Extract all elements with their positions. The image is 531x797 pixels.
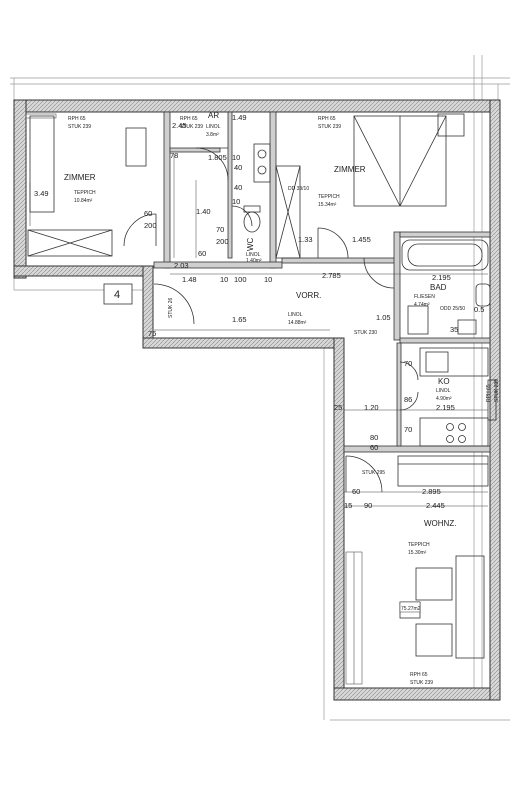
dim-60d: 60 bbox=[370, 443, 378, 452]
dim-245: 2.45 bbox=[172, 121, 187, 130]
dim-15: 15 bbox=[344, 501, 352, 510]
kitchen-fixtures bbox=[419, 347, 497, 447]
dim-2445: 2.445 bbox=[426, 501, 445, 510]
dim-86: 86 bbox=[404, 395, 412, 404]
dim-60c: 60 bbox=[144, 209, 152, 218]
unit-number: 4 bbox=[114, 289, 120, 301]
dim-10c: 10 bbox=[220, 275, 228, 284]
zimmer-left-rph: RPH 65 bbox=[68, 116, 86, 122]
zimmer-left-area: 10.84m² bbox=[74, 198, 93, 204]
dim-133: 1.33 bbox=[298, 235, 313, 244]
ko-area: 4.90m² bbox=[436, 396, 452, 402]
zimmer-right-floor: TEPPICH bbox=[318, 194, 340, 200]
ar-floor: LINOL bbox=[206, 124, 221, 130]
dim-40b: 40 bbox=[234, 183, 242, 192]
vorr-area: 14.88m² bbox=[288, 320, 307, 326]
zimmer-right-dd: DD 33/10 bbox=[288, 186, 309, 192]
dim-60: 60 bbox=[198, 249, 206, 258]
door-swings bbox=[123, 147, 419, 493]
bad-floor: FLIESEN bbox=[414, 294, 435, 300]
ko-stuk: STUK 239 bbox=[494, 379, 500, 402]
wohnz-stuk2: STUK 295 bbox=[362, 470, 385, 476]
zimmer-left-furniture bbox=[27, 115, 147, 257]
dim-2785: 2.785 bbox=[322, 271, 341, 280]
zimmer-right-bed bbox=[353, 113, 465, 207]
dim-25: 25 bbox=[334, 403, 342, 412]
living-room-furniture bbox=[397, 455, 489, 659]
zimmer-left-name: ZIMMER bbox=[64, 173, 96, 182]
dim-78: 78 bbox=[170, 151, 178, 160]
wc-area: 1.40m² bbox=[246, 258, 262, 264]
dim-35: 35 bbox=[450, 325, 458, 334]
dim-10d: 10 bbox=[264, 275, 272, 284]
dim-70a: 70 bbox=[404, 359, 412, 368]
dim-10a: 10 bbox=[232, 153, 240, 162]
dim-200: 200 bbox=[216, 237, 229, 246]
ar-area: 3.8m² bbox=[206, 132, 219, 138]
ko-rph: RPH 65 bbox=[486, 384, 492, 402]
ar-stuk: STUK 239 bbox=[180, 124, 203, 130]
vorr-stuk: STUK 230 bbox=[354, 330, 377, 336]
dim-200b: 200 bbox=[144, 221, 157, 230]
dimension-labels: 2.45 1.49 1.805 78 3.49 1.40 40 40 10 10… bbox=[34, 113, 484, 510]
wohnz-floor: TEPPICH bbox=[408, 542, 430, 548]
dim-60b: 60 bbox=[352, 487, 360, 496]
ko-floor: LINOL bbox=[436, 388, 451, 394]
wc-floor: LINOL bbox=[246, 252, 261, 258]
total-area-box bbox=[399, 601, 421, 613]
wohnz-area: 15.30m² bbox=[408, 550, 427, 556]
ar-rph: RPH 65 bbox=[180, 116, 198, 122]
unit-number-box bbox=[103, 283, 133, 305]
dim-349: 3.49 bbox=[34, 189, 49, 198]
bad-name: BAD bbox=[430, 283, 447, 292]
dim-2895: 2.895 bbox=[422, 487, 441, 496]
dim-2195a: 2.195 bbox=[432, 273, 451, 282]
dim-90: 90 bbox=[364, 501, 372, 510]
dim-2195b: 2.195 bbox=[436, 403, 455, 412]
vorr-stuk2: STUK 26 bbox=[168, 297, 174, 318]
zimmer-left-floor: TEPPICH bbox=[74, 190, 96, 196]
vorr-floor: LINOL bbox=[288, 312, 303, 318]
dim-203: 2.03 bbox=[174, 261, 189, 270]
wc-name: WC bbox=[246, 237, 255, 251]
dim-40a: 40 bbox=[234, 163, 242, 172]
dim-149: 1.49 bbox=[232, 113, 247, 122]
bathroom-fixtures bbox=[401, 239, 491, 335]
zimmer-left-stuk: STUK 239 bbox=[68, 124, 91, 130]
zimmer-right-stuk: STUK 239 bbox=[318, 124, 341, 130]
dim-1805: 1.805 bbox=[208, 153, 227, 162]
dim-120: 1.20 bbox=[364, 403, 379, 412]
outer-walls bbox=[13, 99, 501, 701]
dim-1455: 1.455 bbox=[352, 235, 371, 244]
ko-name: KO bbox=[438, 377, 450, 386]
dim-76: 76 bbox=[148, 329, 156, 338]
dim-05: 0.5 bbox=[474, 305, 484, 314]
dim-105: 1.05 bbox=[376, 313, 391, 322]
dim-10b: 10 bbox=[232, 197, 240, 206]
zimmer-right-area: 15.34m² bbox=[318, 202, 337, 208]
wohnz-stuk: STUK 239 bbox=[410, 680, 433, 686]
room-labels: RPH 65 STUK 239 ZIMMER TEPPICH 10.84m² R… bbox=[64, 111, 500, 686]
bad-area: 4.74m² bbox=[414, 302, 430, 308]
total-area: 75.27m2 bbox=[401, 606, 421, 612]
bad-odd: ODD 25/50 bbox=[440, 306, 465, 312]
wohnz-name: WOHNZ. bbox=[424, 519, 456, 528]
zimmer-right-name: ZIMMER bbox=[334, 165, 366, 174]
dim-140: 1.40 bbox=[196, 207, 211, 216]
dim-80: 80 bbox=[370, 433, 378, 442]
ar-fixtures bbox=[243, 143, 301, 259]
dim-70b: 70 bbox=[404, 425, 412, 434]
dim-148: 1.48 bbox=[182, 275, 197, 284]
dim-100: 100 bbox=[234, 275, 247, 284]
ar-name: AR bbox=[208, 111, 219, 120]
wohnz-rph: RPH 65 bbox=[410, 672, 428, 678]
dimension-lines bbox=[154, 154, 488, 507]
outer-frame-lines bbox=[10, 55, 510, 721]
vorr-name: VORR. bbox=[296, 291, 321, 300]
dim-165: 1.65 bbox=[232, 315, 247, 324]
zimmer-right-rph: RPH 65 bbox=[318, 116, 336, 122]
dim-70c: 70 bbox=[216, 225, 224, 234]
